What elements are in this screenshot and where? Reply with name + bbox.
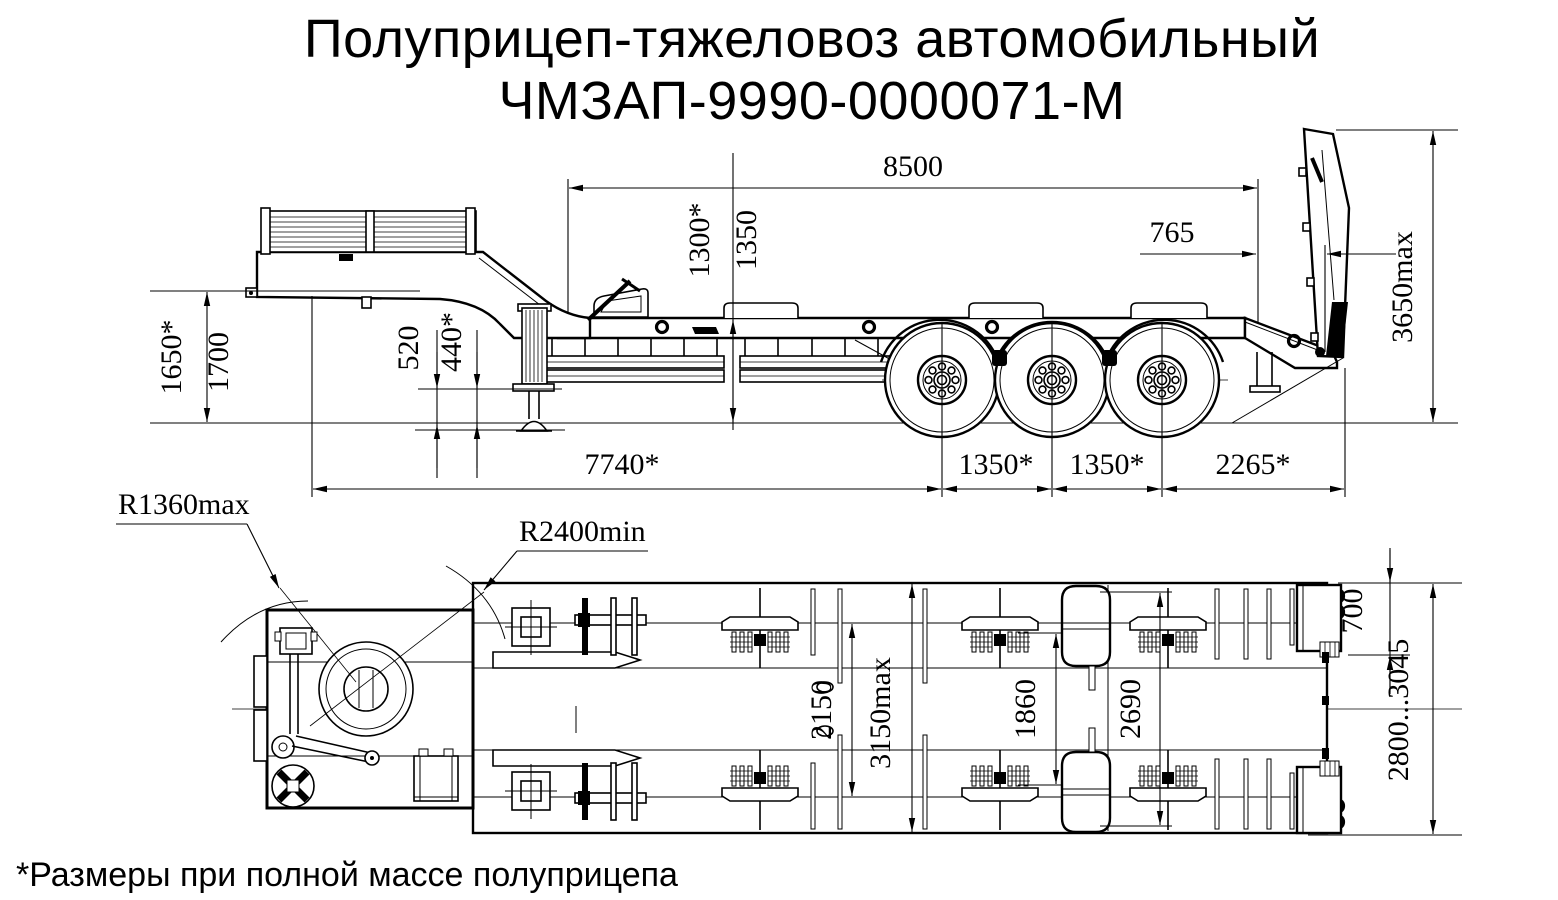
hand-wheel: [271, 764, 315, 808]
svg-text:700: 700: [1336, 589, 1369, 634]
dim-front-corner-radius: R1360max: [116, 488, 309, 643]
dim-turning-clearance-radius: R2400min: [445, 515, 648, 640]
dim-axle-chain: 7740* 1350* 1350* 2265*: [311, 296, 1346, 497]
page-title-line1: Полуприцеп-тяжеловоз автомобильный: [304, 9, 1320, 69]
plan-view: [232, 581, 1462, 835]
tie-ring: [861, 319, 877, 335]
crossmember-ticks: [810, 588, 1295, 830]
front-bumper-plate: [253, 655, 268, 708]
side-rack-front: [545, 338, 725, 383]
dim-track-inner: 1860: [1009, 632, 1062, 786]
plan-stack: [574, 762, 647, 821]
svg-text:R1360max: R1360max: [118, 488, 250, 521]
landing-gear: [512, 303, 555, 432]
ramp-raised: [1298, 127, 1351, 359]
plan-stack: [574, 597, 647, 656]
svg-text:765: 765: [1150, 216, 1195, 249]
dim-track-outer: 2690: [1100, 591, 1172, 827]
svg-text:8500: 8500: [883, 150, 943, 183]
plan-landing-leg: [504, 599, 558, 656]
side-view-dimensions: 8500 765 1300* 1350 1650* 1700: [150, 129, 1458, 497]
svg-text:3650max: 3650max: [1386, 231, 1419, 343]
dim-platform-length: 8500: [567, 150, 1259, 323]
footnote: *Размеры при полной массе полуприцепа: [16, 856, 678, 894]
side-board-stack: [260, 207, 477, 255]
dim-rear-gap: 765: [1140, 216, 1396, 352]
front-bumper-plate: [253, 709, 268, 762]
svg-text:2690: 2690: [1114, 679, 1147, 739]
deck-cover-2: [968, 302, 1044, 318]
dim-gooseneck-height: 1650* 1700: [150, 290, 420, 422]
rear-support: [1231, 352, 1344, 424]
dim-ramp-tip-height: 3650max: [1336, 129, 1458, 422]
svg-text:3150max: 3150max: [864, 657, 897, 769]
tie-ring: [654, 319, 670, 335]
dim-ramp-spacing: 2800...3045: [1308, 582, 1462, 836]
suspension-bracket: [992, 350, 1007, 366]
tie-ring: [1286, 333, 1302, 349]
side-view: [150, 127, 1458, 439]
maker-plate: [692, 327, 719, 334]
svg-text:1860: 1860: [1009, 679, 1042, 739]
svg-text:1700: 1700: [202, 332, 235, 392]
page-title-line2: ЧМЗАП-9990-0000071-М: [498, 71, 1125, 131]
deck-cover-1: [723, 302, 799, 318]
suspension-bracket: [1102, 350, 1117, 366]
plan-ramp-bottom: [1295, 759, 1347, 835]
svg-text:7740*: 7740*: [585, 448, 660, 481]
svg-text:2150: 2150: [805, 680, 838, 740]
deck-cover-3: [1130, 302, 1208, 318]
svg-text:1350*: 1350*: [1070, 448, 1145, 481]
dim-gooseneck-clearance: 520 440*: [392, 312, 565, 478]
kingpin: [343, 666, 389, 712]
svg-text:440*: 440*: [435, 312, 468, 372]
svg-text:1300*: 1300*: [683, 203, 716, 278]
fenders: [879, 318, 1225, 363]
dim-frame-inner-width: 2150: [805, 624, 856, 796]
svg-text:1650*: 1650*: [155, 320, 188, 395]
title-block: Полуприцеп-тяжеловоз автомобильный ЧМЗАП…: [304, 9, 1320, 131]
plan-fender: [1060, 584, 1112, 668]
svg-text:R2400min: R2400min: [519, 515, 646, 548]
dim-deck-height: 1300* 1350: [683, 153, 763, 430]
svg-text:2800...3045: 2800...3045: [1382, 639, 1415, 782]
svg-text:1350*: 1350*: [959, 448, 1034, 481]
tongue-beam: [492, 651, 643, 669]
plan-landing-leg: [504, 763, 558, 820]
plan-view-dimensions: R1360max R2400min 2150 3150max 1860: [116, 488, 1462, 836]
toolbox: [413, 748, 459, 802]
landing-gear-crank: [271, 627, 380, 766]
svg-text:1350: 1350: [730, 210, 763, 270]
plan-gooseneck: [253, 587, 577, 810]
side-rack-rear: [739, 338, 896, 383]
gooseneck: [255, 250, 592, 340]
svg-text:520: 520: [392, 326, 425, 371]
svg-text:2265*: 2265*: [1216, 448, 1291, 481]
tie-ring: [984, 319, 1000, 335]
ramp-stop-bracket: [586, 277, 649, 322]
dim-ramp-width: 700: [1336, 548, 1410, 694]
kingpin-side: [361, 296, 372, 309]
tongue-beam: [492, 749, 643, 767]
plan-fender: [1060, 750, 1112, 834]
dim-overall-width: 3150max: [864, 584, 916, 832]
